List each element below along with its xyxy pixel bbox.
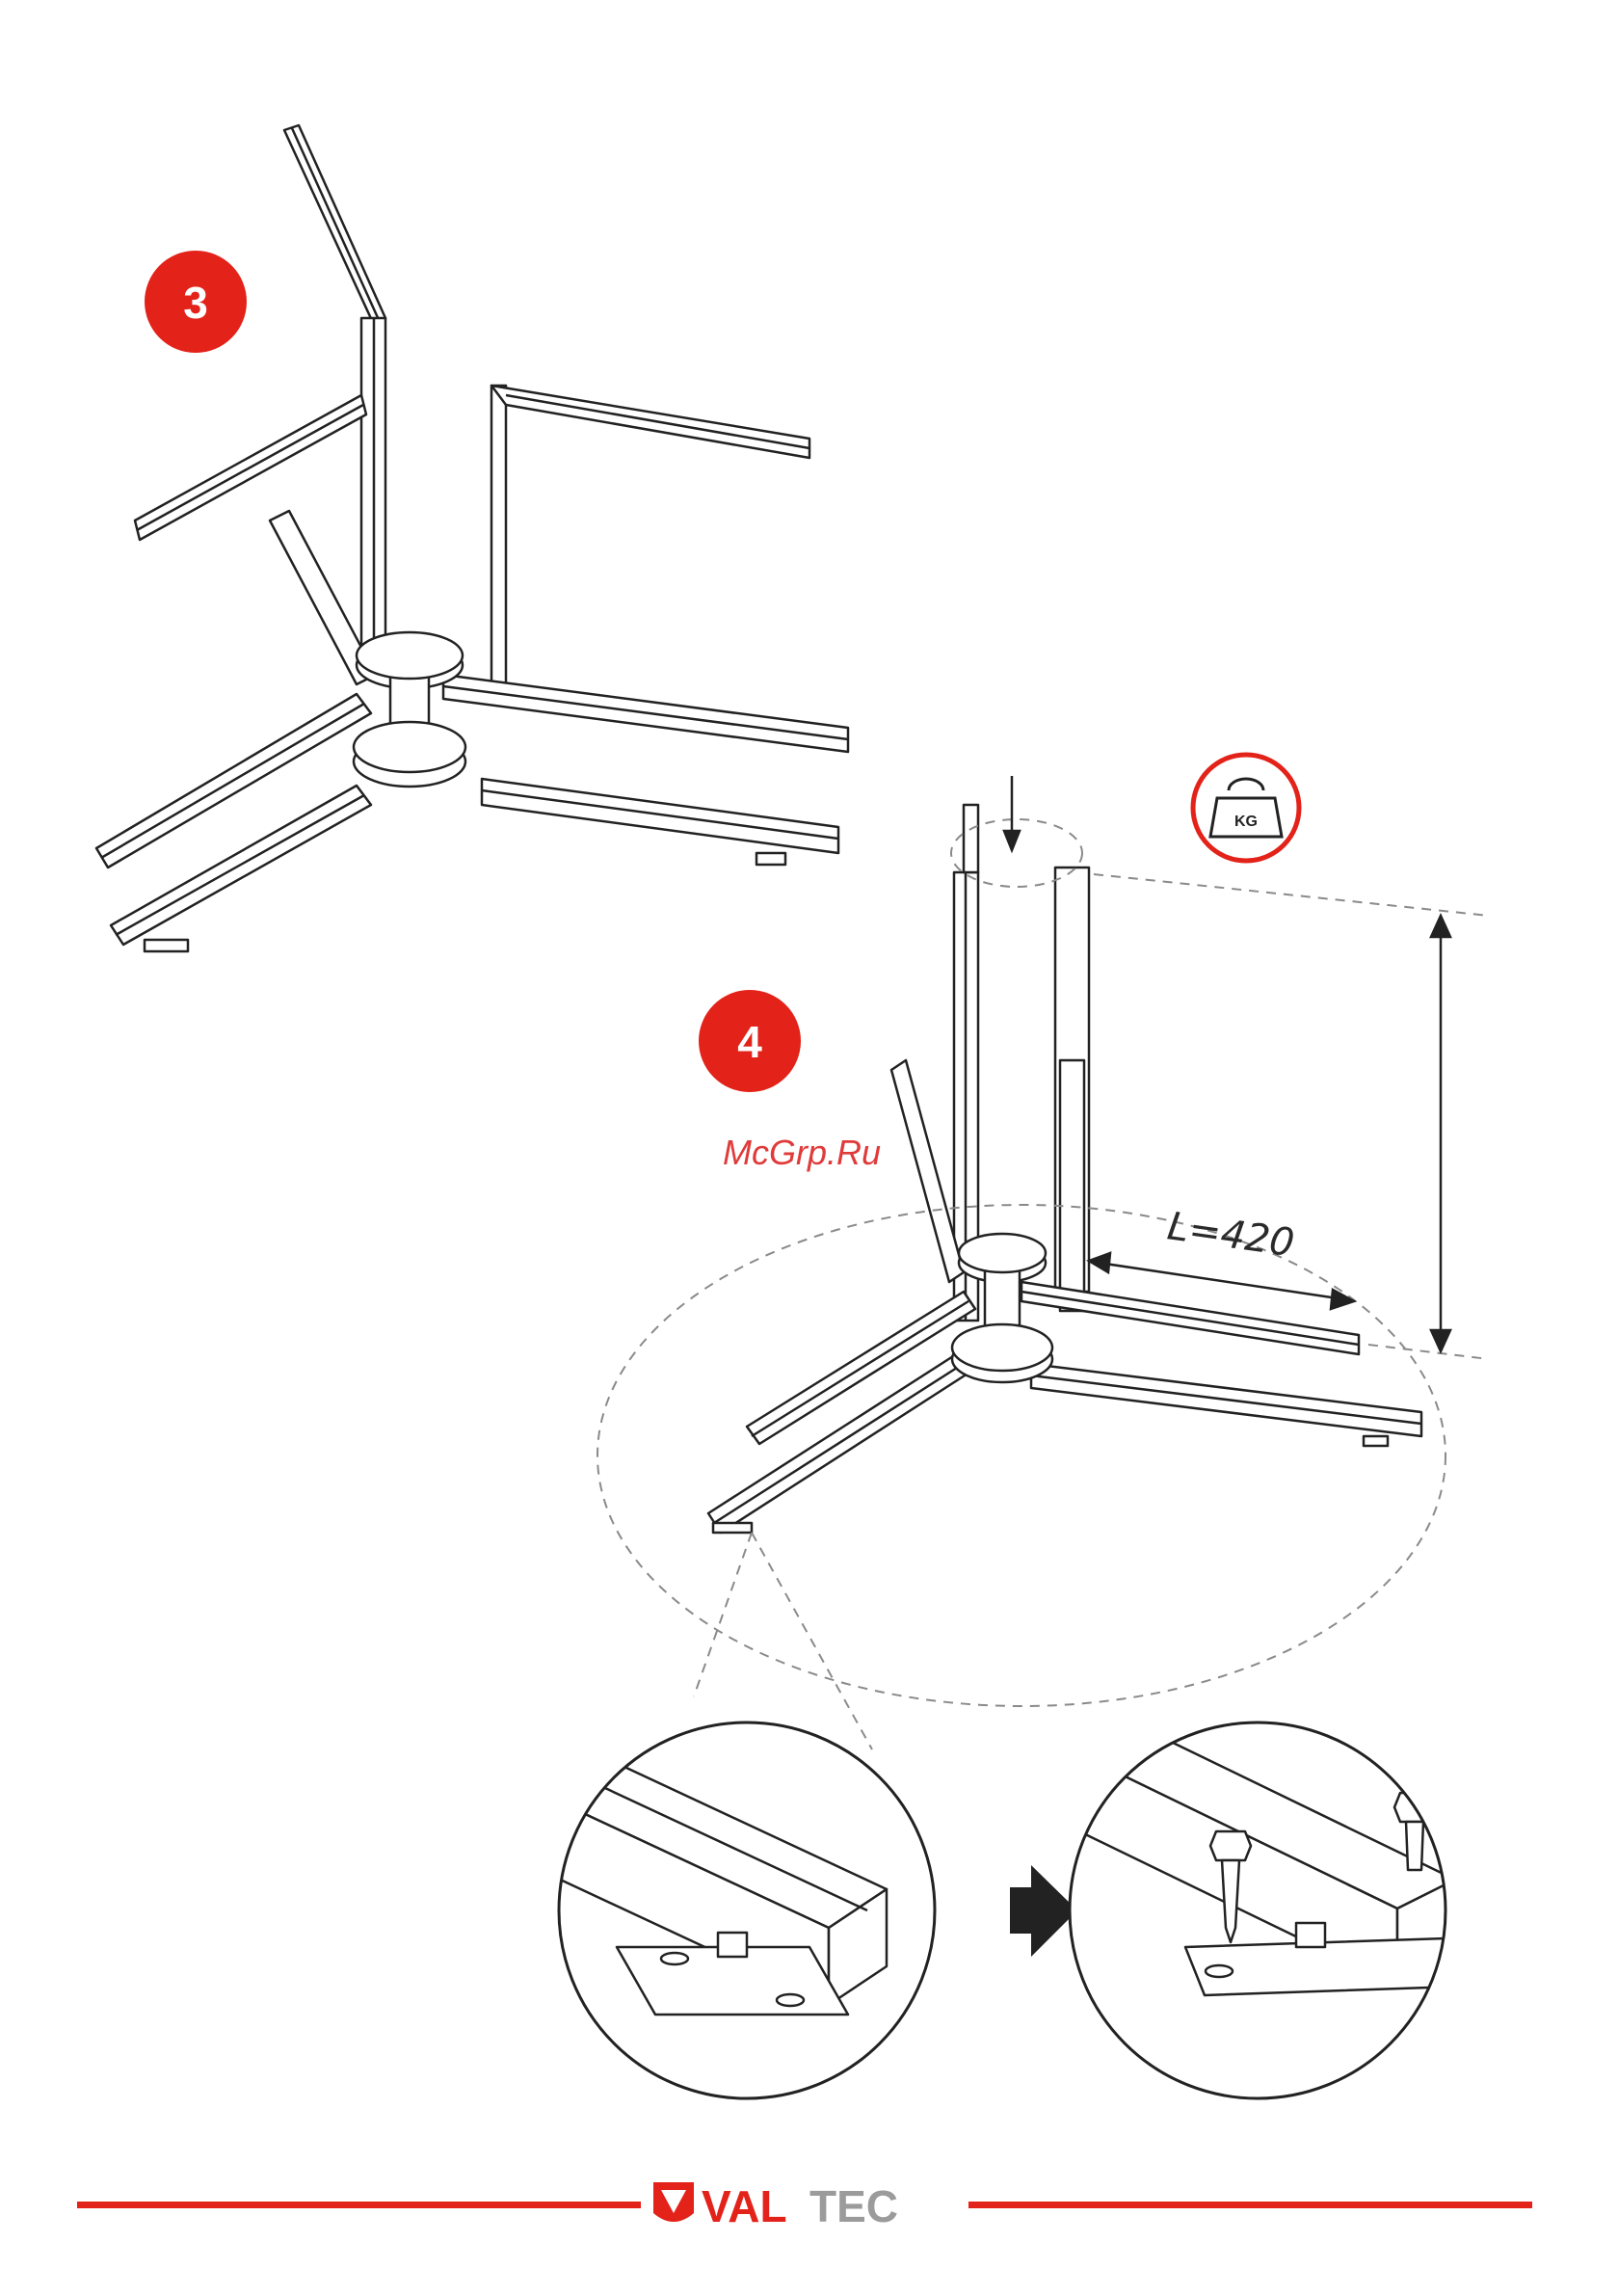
svg-text:TEC: TEC bbox=[809, 2181, 898, 2231]
down-arrow-icon bbox=[1004, 776, 1020, 850]
valtec-shield-icon bbox=[653, 2182, 694, 2222]
step3-stand-drawing bbox=[96, 125, 848, 951]
step4-badge: 4 bbox=[699, 990, 801, 1092]
watermark: McGrp.Ru bbox=[723, 1133, 881, 1172]
svg-text:VAL: VAL bbox=[702, 2181, 787, 2231]
svg-text:KG: KG bbox=[1234, 814, 1258, 830]
arrow-right-icon bbox=[1010, 1865, 1077, 1957]
svg-text:4: 4 bbox=[737, 1017, 762, 1067]
weight-kg-icon: KG bbox=[1193, 755, 1299, 861]
footer-rule bbox=[77, 2202, 1532, 2208]
length-label: L=420 bbox=[1165, 1204, 1297, 1266]
detail-foot-after bbox=[1070, 1722, 1484, 2098]
detail-foot-before bbox=[540, 1722, 935, 2098]
step3-badge: 3 bbox=[145, 251, 247, 353]
height-dimension bbox=[1431, 916, 1450, 1351]
valtec-logo: VAL TEC bbox=[653, 2181, 898, 2231]
svg-text:3: 3 bbox=[183, 278, 208, 328]
